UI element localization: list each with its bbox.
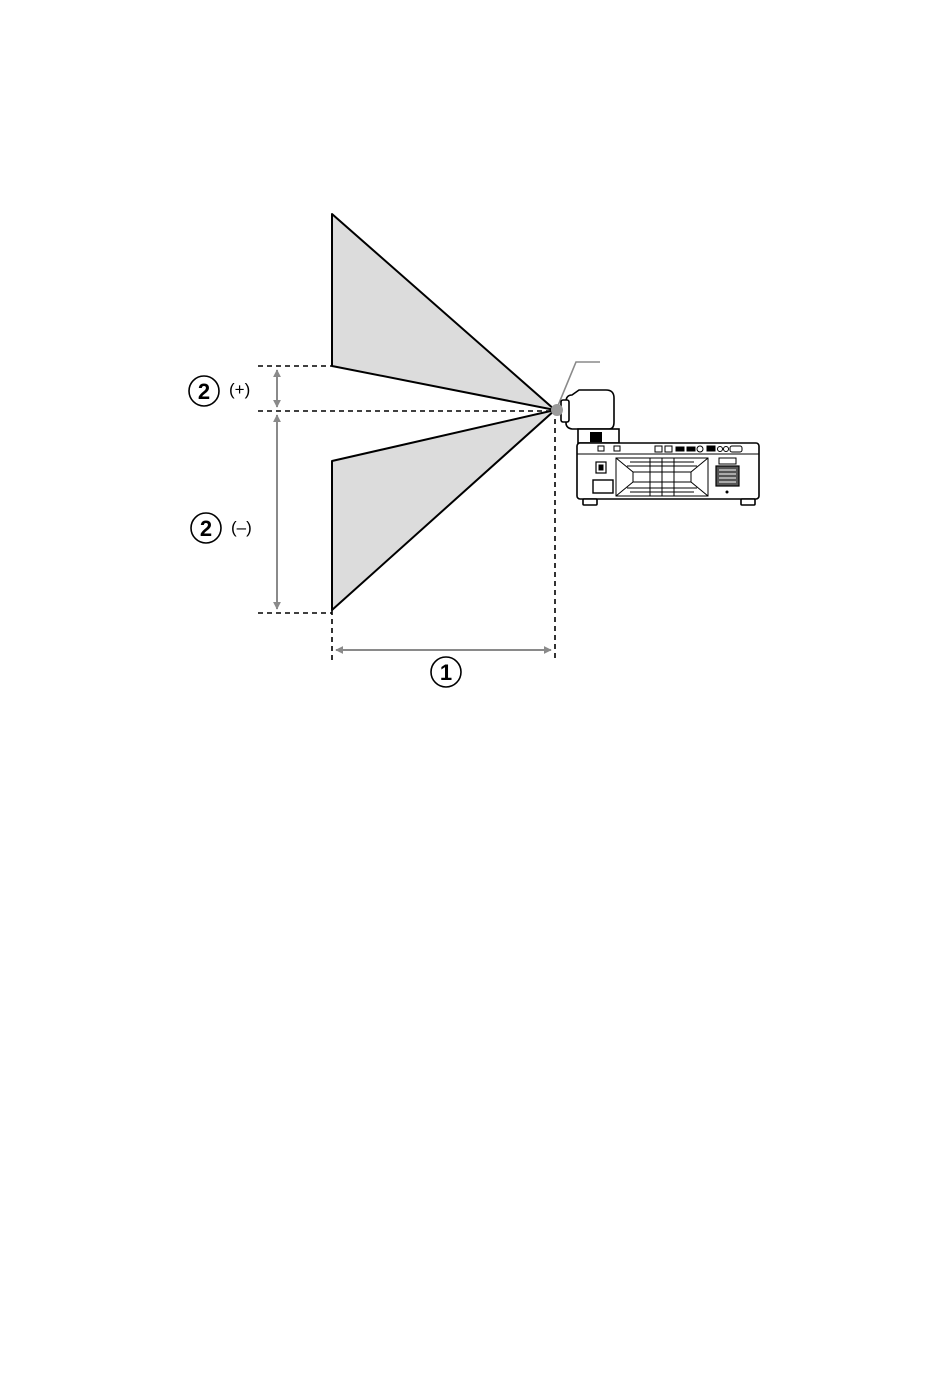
offset-minus-marker-number: 2 [200,516,212,541]
projector-icon [561,390,759,505]
offset-plus-marker-number: 2 [198,379,210,404]
lens-point-icon [551,404,563,416]
distance-marker-number: 1 [440,660,452,685]
projector-ports [598,446,742,452]
offset-minus-sign: (–) [231,518,252,537]
offset-plus-sign: (+) [229,380,250,399]
projector-right-label [719,458,736,464]
offset-plus-marker: 2 (+) [189,376,250,406]
projector-left-slot [593,480,613,493]
projector-foot-left [583,499,597,505]
lower-projection-beam [332,410,555,610]
offset-minus-marker: 2 (–) [191,513,252,543]
upper-projection-beam [332,214,555,410]
projector-speaker [716,466,739,486]
distance-marker: 1 [431,657,461,687]
projector-lens-housing [566,390,614,429]
projector-foot-right [741,499,755,505]
